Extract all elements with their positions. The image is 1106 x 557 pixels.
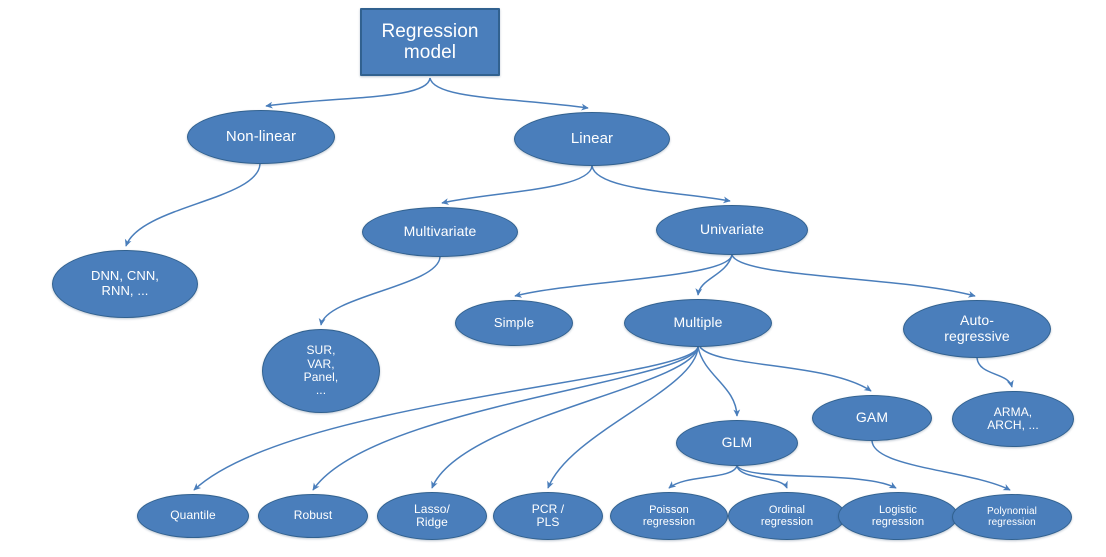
edge-univariate-to-multiple — [695, 254, 733, 296]
node-gam[interactable]: GAM — [812, 395, 932, 441]
node-lasso-ridge[interactable]: Lasso/ Ridge — [377, 492, 487, 540]
node-robust[interactable]: Robust — [258, 494, 368, 538]
edge-linear-to-univariate — [591, 165, 731, 204]
node-quantile[interactable]: Quantile — [137, 494, 249, 538]
node-univariate[interactable]: Univariate — [656, 205, 808, 255]
node-multivariate[interactable]: Multivariate — [362, 207, 518, 257]
node-linear[interactable]: Linear — [514, 112, 670, 166]
edge-multiple-to-pcr-pls — [547, 346, 699, 489]
node-sur-var-panel[interactable]: SUR, VAR, Panel, ... — [262, 329, 380, 413]
node-logistic[interactable]: Logistic regression — [838, 492, 958, 540]
edge-auto-regressive-to-arma-arch — [976, 357, 1014, 388]
edge-glm-to-ordinal — [736, 465, 788, 489]
edge-non-linear-to-dnn-cnn-rnn — [124, 163, 261, 247]
edge-multiple-to-gam — [699, 346, 872, 392]
edge-multivariate-to-sur-var-panel — [318, 256, 441, 326]
node-arma-arch[interactable]: ARMA, ARCH, ... — [952, 391, 1074, 447]
edge-univariate-to-auto-regressive — [731, 254, 976, 298]
edge-linear-to-multivariate — [441, 165, 593, 205]
edge-gam-to-polynomial — [871, 440, 1011, 491]
node-poisson[interactable]: Poisson regression — [610, 492, 728, 540]
node-simple[interactable]: Simple — [455, 300, 573, 346]
edge-univariate-to-simple — [514, 254, 733, 298]
node-multiple[interactable]: Multiple — [624, 299, 772, 347]
node-non-linear[interactable]: Non-linear — [187, 110, 335, 164]
node-pcr-pls[interactable]: PCR / PLS — [493, 492, 603, 540]
node-auto-regressive[interactable]: Auto- regressive — [903, 300, 1051, 358]
node-regression-model[interactable]: Regression model — [360, 8, 500, 76]
edge-glm-to-logistic — [736, 465, 897, 489]
node-glm[interactable]: GLM — [676, 420, 798, 466]
node-ordinal[interactable]: Ordinal regression — [728, 492, 846, 540]
edge-multiple-to-lasso-ridge — [431, 346, 699, 489]
edge-multiple-to-glm — [697, 346, 741, 417]
edge-glm-to-poisson — [668, 465, 738, 489]
node-dnn-cnn-rnn[interactable]: DNN, CNN, RNN, ... — [52, 250, 198, 318]
edge-regression-model-to-non-linear — [265, 77, 431, 109]
edge-regression-model-to-linear — [429, 77, 589, 111]
node-polynomial[interactable]: Polynomial regression — [952, 494, 1072, 540]
